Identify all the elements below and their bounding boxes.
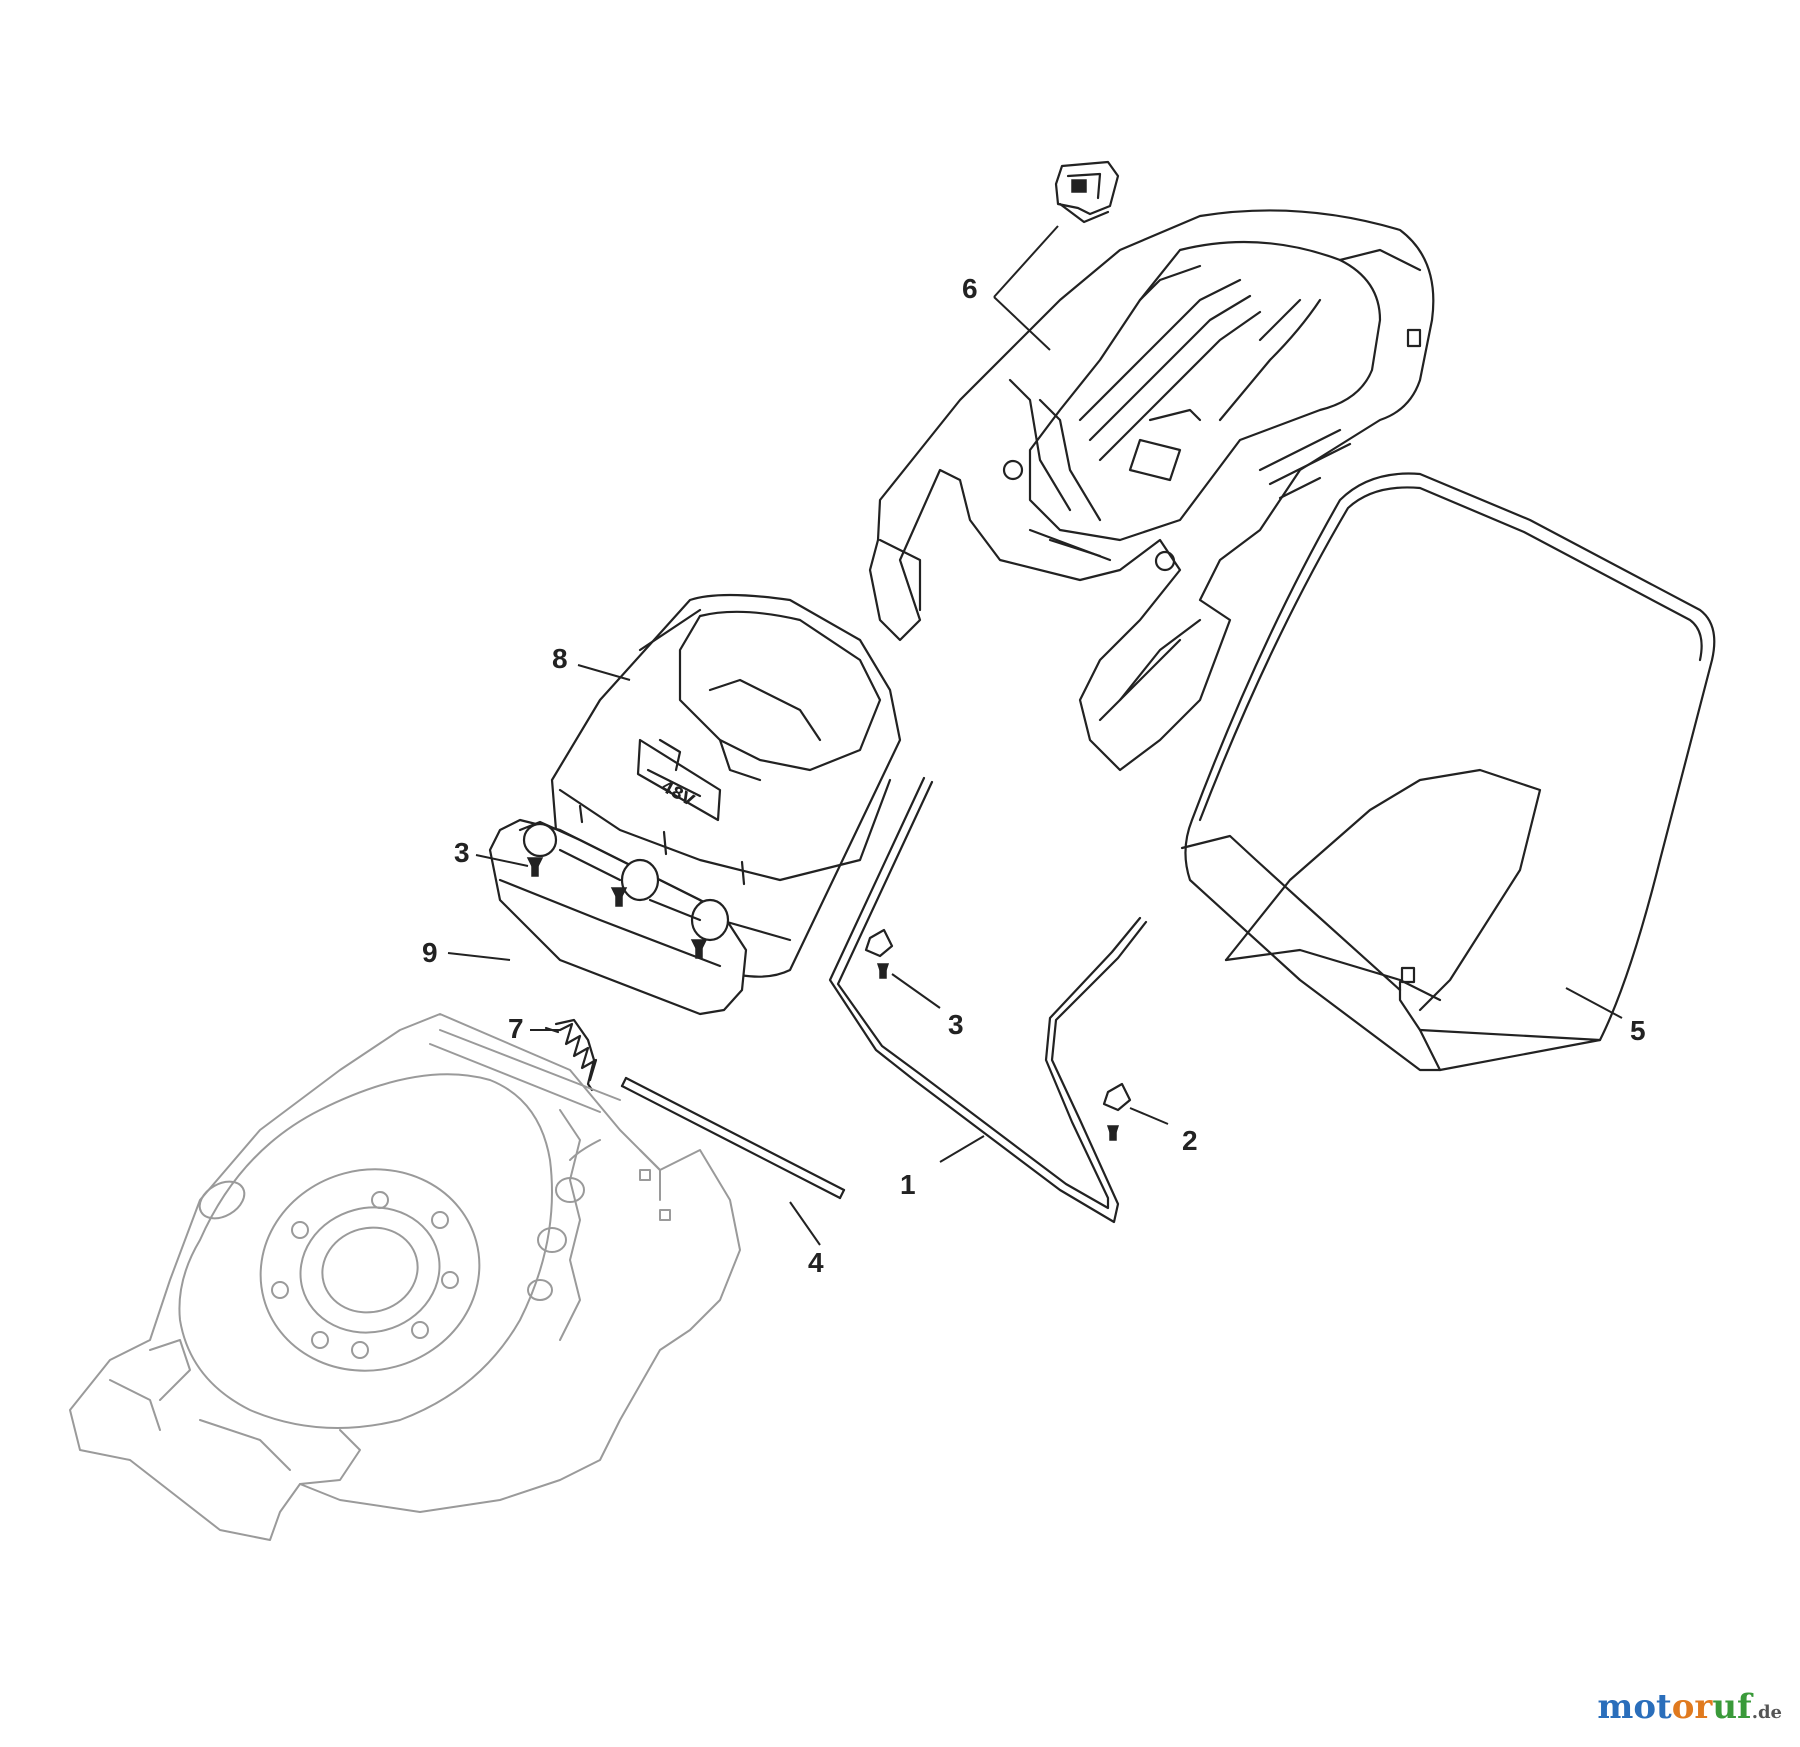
- callout-labels: 6 8 3 9 7 3 5 2 1 4: [422, 273, 1646, 1278]
- part-6-handle-cover: [868, 209, 1435, 772]
- part-3-screws: [526, 857, 1120, 1141]
- callout-5: 5: [1630, 1015, 1646, 1046]
- part-9-bracket: [488, 818, 748, 1016]
- callout-leaders: [447, 225, 1623, 1246]
- part-5-grass-collector: [1180, 472, 1716, 1072]
- watermark-logo: motoruf.de: [1597, 1687, 1782, 1727]
- callout-4: 4: [808, 1247, 824, 1278]
- mower-deck: [69, 1013, 741, 1541]
- callout-7: 7: [508, 1013, 524, 1044]
- part-6-latch-clip: [1054, 160, 1120, 224]
- callout-3-left: 3: [454, 837, 470, 868]
- callout-3-right: 3: [948, 1009, 964, 1040]
- callout-2: 2: [1182, 1125, 1198, 1156]
- callout-9: 9: [422, 937, 438, 968]
- callout-1: 1: [900, 1169, 916, 1200]
- part-1-wire-frame: [828, 776, 1148, 1224]
- part-2-clips: [864, 928, 1132, 1112]
- callout-8: 8: [552, 643, 568, 674]
- callout-6: 6: [962, 273, 978, 304]
- part-4-rod: [620, 1076, 846, 1200]
